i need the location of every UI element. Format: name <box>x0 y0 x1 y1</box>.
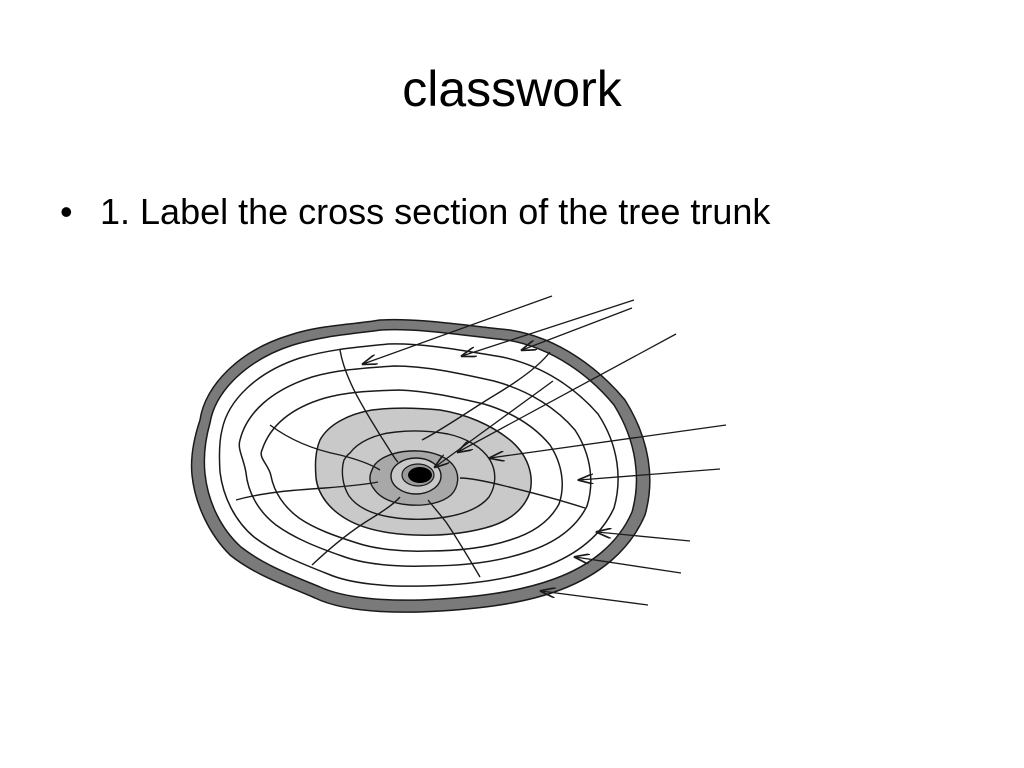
label-arrow-2 <box>462 299 635 356</box>
bullet-text: 1. Label the cross section of the tree t… <box>100 191 771 232</box>
heartwood-ring <box>341 430 496 520</box>
label-arrow-7 <box>579 468 721 480</box>
wood-rays <box>235 349 586 578</box>
label-arrows <box>363 295 727 606</box>
pith <box>408 467 432 483</box>
label-arrow-3 <box>522 307 633 350</box>
label-arrow-10 <box>541 591 649 606</box>
sapwood-ring-2 <box>238 365 592 567</box>
label-arrow-1 <box>363 295 553 364</box>
label-arrow-4 <box>458 333 677 452</box>
label-arrow-8 <box>597 532 691 542</box>
label-arrow-5 <box>435 380 554 467</box>
sapwood-ring-3 <box>260 389 563 552</box>
bullet-marker: • <box>60 191 73 232</box>
label-arrow-9 <box>575 557 682 574</box>
slide-title: classwork <box>402 61 622 117</box>
label-arrow-6 <box>490 424 727 458</box>
bullet-item: • 1. Label the cross section of the tree … <box>60 190 770 233</box>
tree-trunk-diagram <box>190 295 727 613</box>
sapwood-ring-1 <box>218 343 619 587</box>
